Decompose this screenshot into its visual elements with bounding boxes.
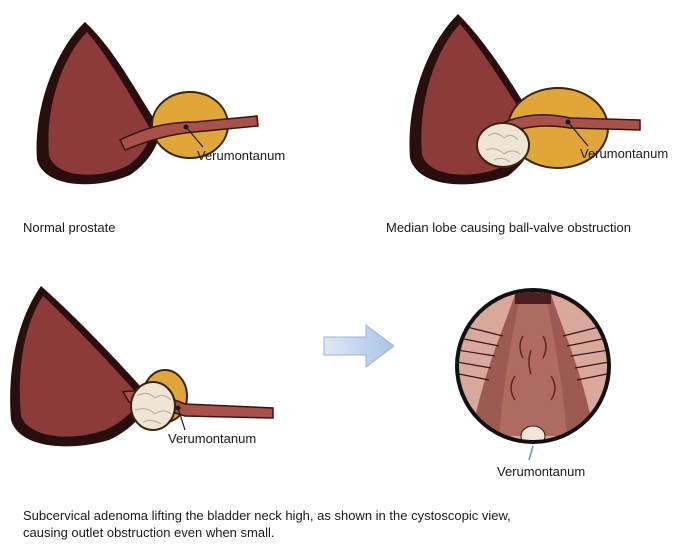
verumontanum-label: Verumontanum [168, 431, 256, 446]
subcervical-adenoma [131, 382, 175, 430]
diagram-normal-prostate: Verumontanum [25, 10, 345, 200]
bladder-wall [20, 296, 141, 437]
caption-normal-prostate: Normal prostate [23, 219, 115, 236]
normal-prostate-illustration: Verumontanum [25, 10, 345, 200]
median-lobe-illustration: Verumontanum [400, 8, 698, 208]
median-lobe-adenoma [477, 123, 529, 167]
caption-subcervical-line2: causing outlet obstruction even when sma… [23, 524, 274, 541]
diagram-subcervical-adenoma: Verumontanum [5, 280, 305, 460]
verumontanum-label: Verumontanum [497, 464, 585, 479]
transition-arrow [322, 323, 396, 369]
right-arrow-icon [322, 323, 396, 369]
verumontanum-label: Verumontanum [197, 148, 285, 163]
caption-median-lobe: Median lobe causing ball-valve obstructi… [386, 219, 631, 236]
caption-subcervical-line1: Subcervical adenoma lifting the bladder … [23, 507, 511, 524]
verumontanum-label: Verumontanum [580, 146, 668, 161]
subcervical-adenoma-illustration: Verumontanum [5, 280, 305, 460]
cystoscopic-view: Verumontanum [445, 286, 625, 486]
cystoscopic-view-illustration: Verumontanum [445, 286, 625, 486]
diagram-median-lobe: Verumontanum [400, 8, 698, 208]
